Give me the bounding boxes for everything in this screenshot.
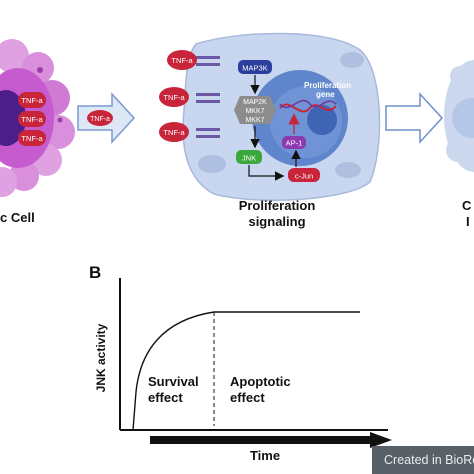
tnf-left-3: TNF-a bbox=[21, 134, 43, 143]
map2k-line-2: MKK7 bbox=[245, 108, 264, 115]
apoptotic-line-2: effect bbox=[230, 390, 265, 405]
gene-label-2: gene bbox=[316, 90, 335, 99]
ap1-label: AP-1 bbox=[286, 139, 303, 148]
arrow-right-icon-2 bbox=[385, 92, 444, 144]
mitochondria-icon bbox=[198, 52, 364, 178]
map3k-label: MAP3K bbox=[242, 64, 267, 73]
tnf-left-stack: TNF-a TNF-a TNF-a bbox=[18, 92, 46, 146]
jnk-plot bbox=[119, 278, 392, 448]
apoptotic-line-1: Apoptotic bbox=[230, 374, 291, 389]
receptor-icon bbox=[196, 56, 220, 138]
panel-letter: B bbox=[89, 263, 101, 282]
receptor-tnf-1: TNF-a bbox=[171, 56, 193, 65]
biorender-watermark: Created in BioRender.com bbox=[372, 446, 474, 474]
receptor-tnf-2: TNF-a bbox=[163, 93, 185, 102]
receptor-tnf-group: TNF-a TNF-a TNF-a bbox=[159, 50, 197, 142]
arrow-tnf-label: TNF-a bbox=[90, 116, 110, 123]
jnk-curve bbox=[132, 311, 360, 431]
map2k-line-1: MAP2K bbox=[243, 99, 267, 106]
tnf-left-2: TNF-a bbox=[21, 115, 43, 124]
right-label-2: I bbox=[466, 214, 470, 229]
signaling-cascade: MAP3K MAP2K MKK7 MKK7 JNK c-Jun AP-1 bbox=[234, 60, 320, 182]
x-axis-label: Time bbox=[250, 448, 280, 463]
right-label-1: C bbox=[462, 198, 472, 213]
receptor-tnf-3: TNF-a bbox=[163, 128, 185, 137]
dna-icon bbox=[279, 99, 337, 113]
center-title-2: signaling bbox=[248, 214, 305, 229]
survival-line-1: Survival bbox=[148, 374, 199, 389]
left-cell-label: c Cell bbox=[0, 210, 35, 225]
jnk-label: JNK bbox=[242, 154, 256, 163]
survival-line-2: effect bbox=[148, 390, 183, 405]
right-cell bbox=[444, 60, 474, 172]
center-title-1: Proliferation bbox=[239, 198, 316, 213]
arrow-right-icon: TNF-a bbox=[77, 92, 136, 144]
gene-label-1: Proliferation bbox=[304, 81, 351, 90]
map2k-line-3: MKK7 bbox=[245, 117, 264, 124]
tnf-left-1: TNF-a bbox=[21, 96, 43, 105]
y-axis-label: JNK activity bbox=[94, 323, 108, 392]
cjun-label: c-Jun bbox=[295, 172, 313, 181]
time-arrow bbox=[150, 432, 392, 448]
